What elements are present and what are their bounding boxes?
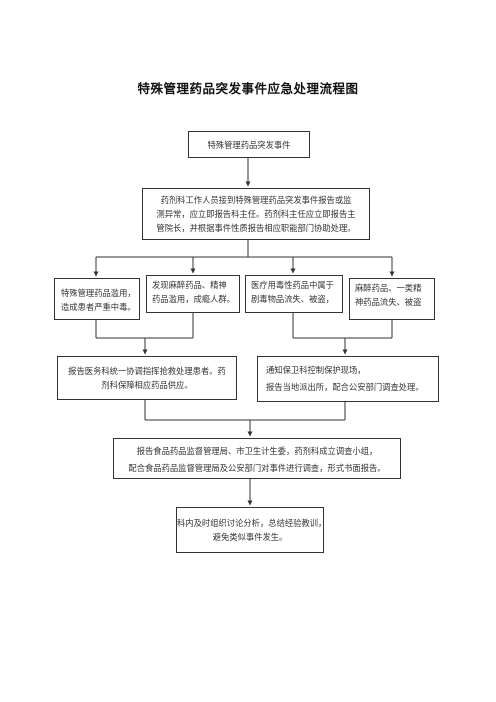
node-report-line-1: 药剂科工作人员接到特殊管理药品突发事件报告或监 — [160, 195, 352, 205]
node-summary: 科内及时组织讨论分析，总结经验教训， 避免类似事件发生。 — [176, 507, 327, 553]
node-summary-line-2: 避免类似事件发生。 — [212, 532, 288, 542]
node-supervise-line-2: 配合食品药品监督管理局及公安部门对事件进行调查，形式书面报告。 — [128, 463, 386, 473]
node-supervise-line-1: 报告食品药品监督管理局、市卫生计生委，药剂科成立调查小组， — [136, 446, 378, 456]
node-type-misuse: 特殊管理药品滥用， 造成患者严重中毒。 — [54, 278, 140, 320]
node-report-line-2: 测异常，应立即报告科主任。药剂科主任应立即报告主 — [156, 209, 356, 219]
node-type-narcotic-line-2: 神药品流失、被盗 — [355, 297, 422, 307]
node-security-line-1: 通知保卫科控制保护现场， — [266, 365, 366, 375]
node-type-toxic-line-1: 医疗用毒性药品中属于 — [251, 280, 334, 290]
node-type-abuse-line-1: 发现麻醉药品、精神 — [152, 280, 227, 290]
node-start: 特殊管理药品突发事件 — [188, 131, 310, 158]
node-type-misuse-line-2: 造成患者严重中毒。 — [61, 302, 136, 312]
node-type-narcotic-line-1: 麻醉药品、一类精 — [355, 283, 422, 293]
node-type-toxic-line-2: 剧毒物品流失、被盗， — [251, 294, 334, 304]
node-type-abuse-line-2: 药品滥用，成瘾人群。 — [152, 294, 235, 304]
node-rescue-line-2: 剂科保障相应药品供应。 — [101, 380, 193, 390]
node-type-narcotic: 麻醉药品、一类精 神药品流失、被盗 — [349, 278, 435, 320]
node-security: 通知保卫科控制保护现场， 报告当地派出所，配合公安部门调查处理。 — [257, 356, 439, 402]
node-report-line-3: 管院长，并根据事件性质报告相应职能部门协助处理。 — [156, 223, 356, 233]
node-rescue: 报告医务科统一协调指挥抢救处理患者。药 剂科保障相应药品供应。 — [57, 356, 237, 400]
node-start-text: 特殊管理药品突发事件 — [207, 140, 291, 150]
node-security-line-2: 报告当地派出所，配合公安部门调查处理。 — [266, 382, 424, 392]
page-title: 特殊管理药品突发事件应急处理流程图 — [137, 81, 359, 96]
node-type-toxic: 医疗用毒性药品中属于 剧毒物品流失、被盗， — [245, 275, 343, 313]
node-rescue-line-1: 报告医务科统一协调指挥抢救处理患者。药 — [68, 366, 226, 376]
node-summary-line-1: 科内及时组织讨论分析，总结经验教训， — [177, 518, 327, 528]
node-type-abuse: 发现麻醉药品、精神 药品滥用，成瘾人群。 — [146, 275, 240, 313]
node-report: 药剂科工作人员接到特殊管理药品突发事件报告或监 测异常，应立即报告科主任。药剂科… — [142, 188, 370, 240]
node-type-misuse-line-1: 特殊管理药品滥用， — [61, 288, 136, 298]
node-supervise: 报告食品药品监督管理局、市卫生计生委，药剂科成立调查小组， 配合食品药品监督管理… — [113, 438, 401, 479]
